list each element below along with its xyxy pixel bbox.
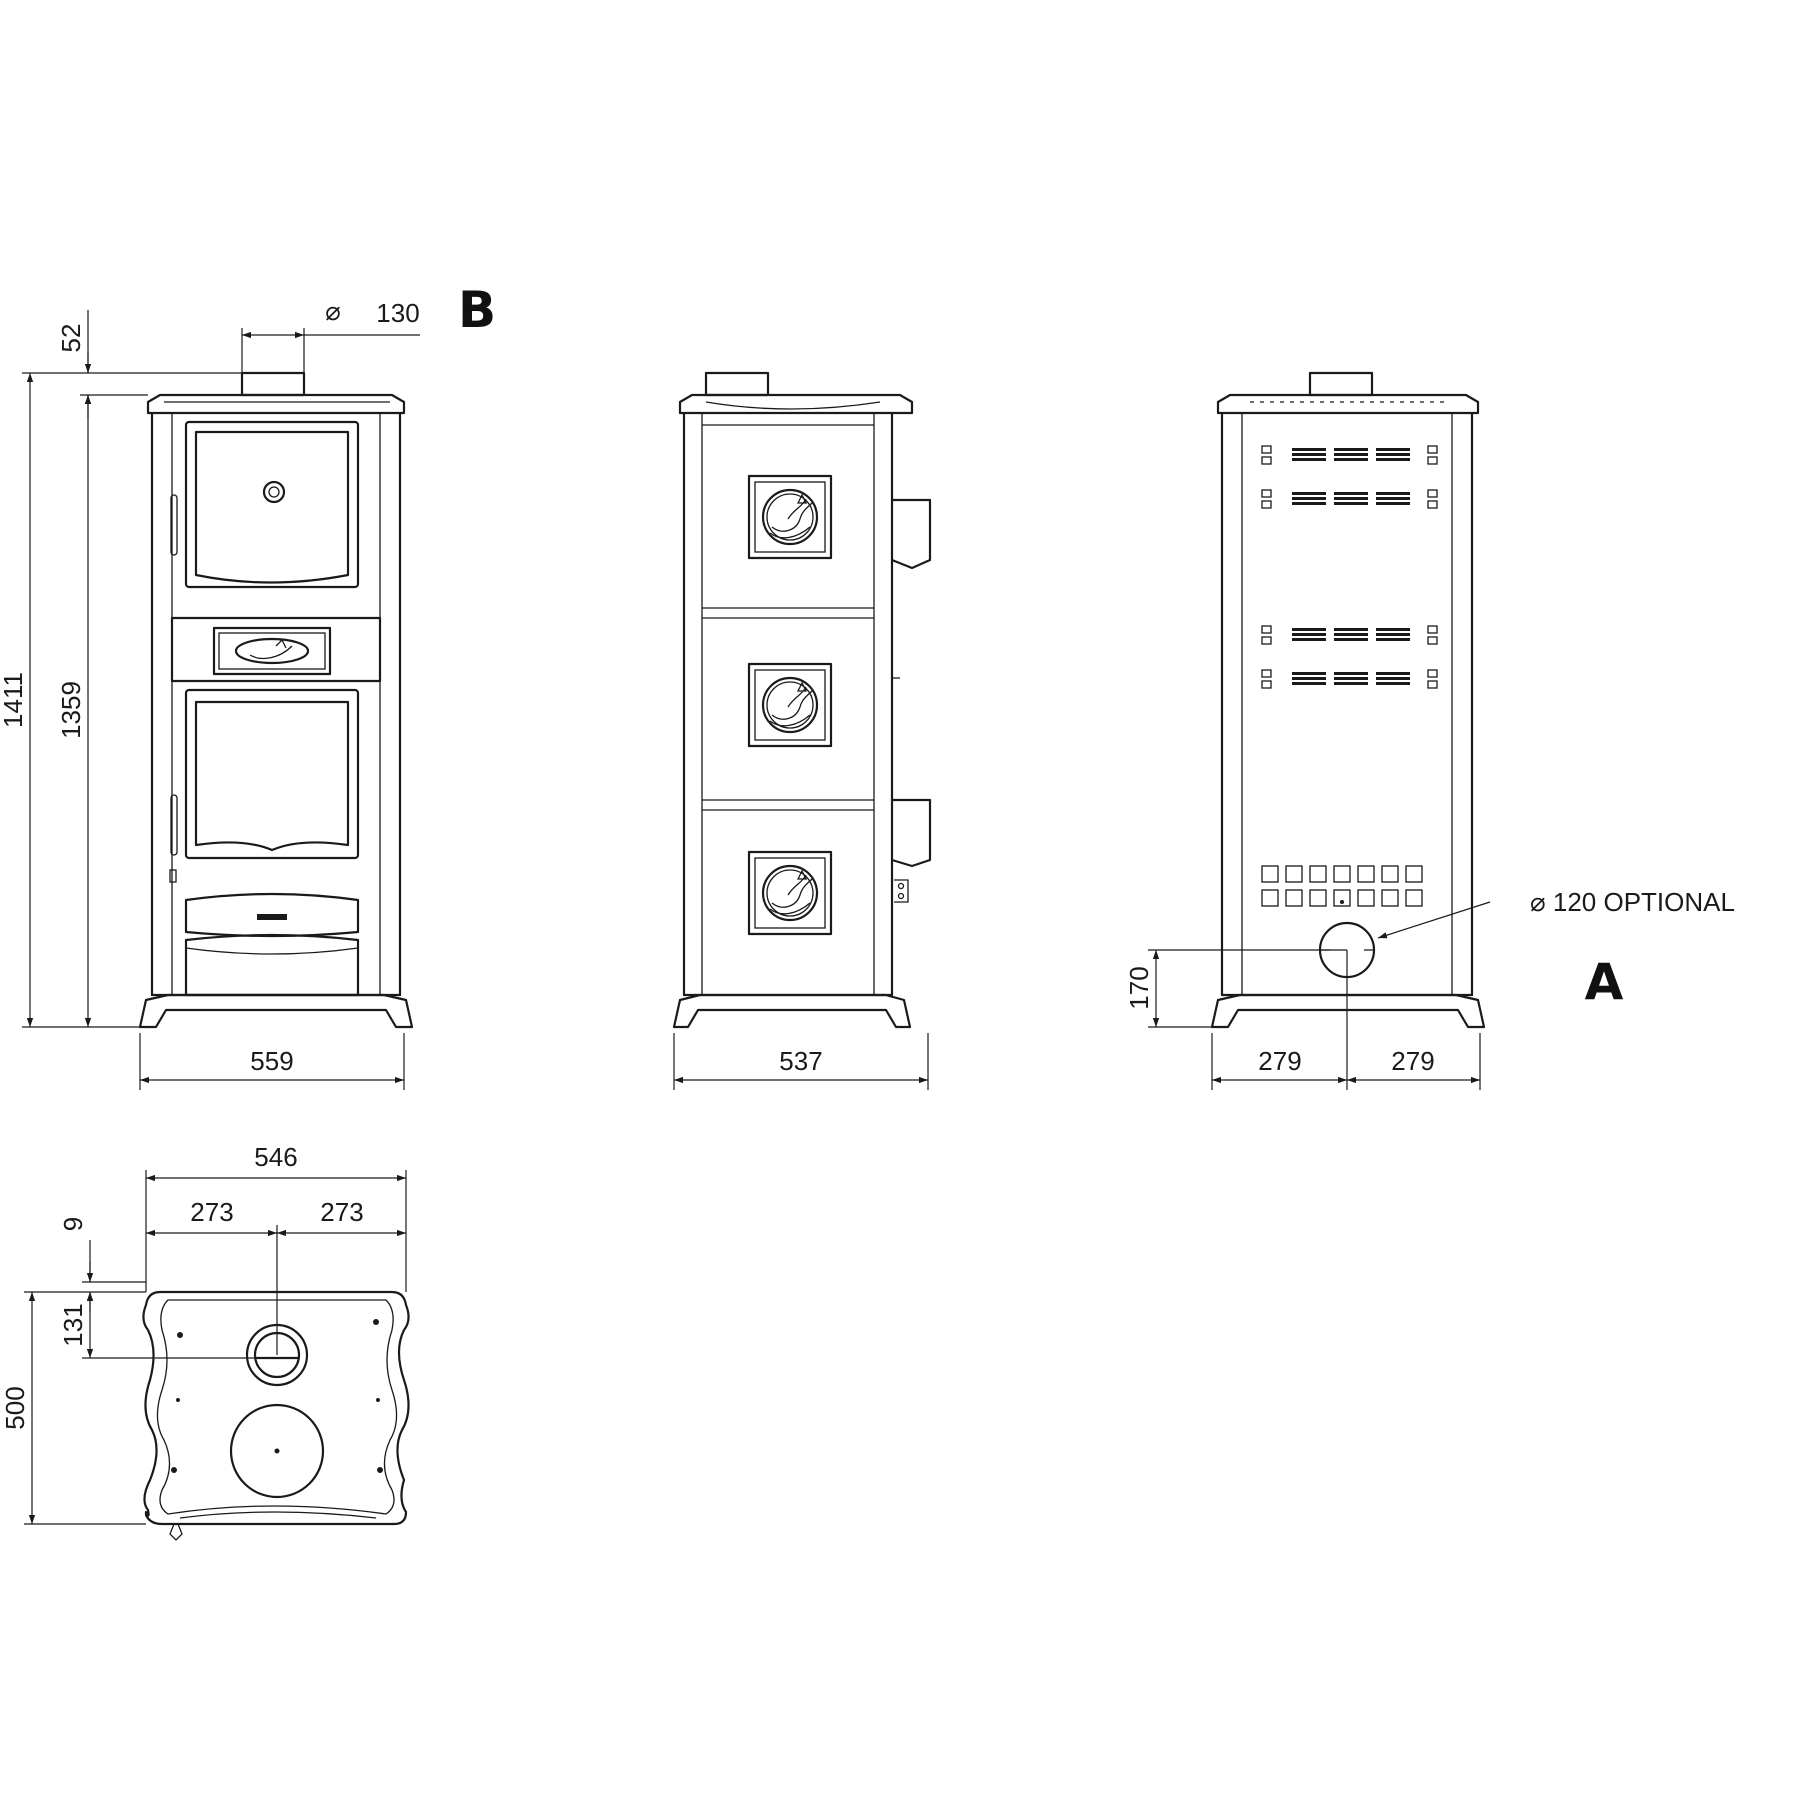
top-width-label: 546 [254,1142,297,1172]
plinth-side [672,993,912,1029]
top-depth-label: 500 [0,1386,30,1429]
front-width-label: 559 [250,1046,293,1076]
flue-collar-rear [1308,371,1374,397]
vent-row [1261,669,1438,689]
lower-drawer [184,933,360,997]
top-left-half-label: 273 [190,1197,233,1227]
outlet-label-b: B [458,281,496,339]
air-intake-grid [1261,865,1423,907]
rear-left-half-label: 279 [1258,1046,1301,1076]
top-plate-rear [1216,393,1480,415]
thermometer [262,480,286,504]
plinth-rear [1210,993,1486,1029]
side-body [682,411,894,997]
fire-door [184,688,360,860]
rear-body [1220,411,1474,997]
flue-to-back-label: 131 [58,1303,88,1346]
flue-collar [240,371,306,397]
vent-row [1261,445,1438,465]
handle-knob [169,1523,183,1541]
top-offset-label: 9 [58,1217,88,1231]
top-right-half-label: 273 [320,1197,363,1227]
rear-right-half-label: 279 [1391,1046,1434,1076]
stove-body [150,411,402,997]
leader-line [1377,901,1491,939]
side-bracket-lower [890,798,932,868]
optional-outlet-label: ⌀ 120 OPTIONAL [1530,887,1735,917]
body-height-label: 1359 [56,681,86,739]
flame-emblem [747,850,833,936]
diameter-symbol: ⌀ [325,296,341,326]
flame-emblem [747,474,833,560]
front-view: 52 1411 1359 ⌀ 130 B 559 [0,281,496,1090]
outlet-height-label: 170 [1124,966,1154,1009]
outlet-label-a: A [1585,953,1624,1011]
flue-diameter-label: 130 [376,298,419,328]
oven-door [184,420,360,589]
flue-collar-side [704,371,770,397]
oven-handle [170,494,178,556]
fire-door-handle [170,794,178,856]
top-view: 546 273 273 9 131 500 [0,1142,410,1541]
hot-plate [229,1403,325,1499]
side-depth-label: 537 [779,1046,822,1076]
top-plate [146,393,406,415]
side-view: 537 [672,371,932,1090]
top-outline [142,1290,410,1526]
vent-row [1261,489,1438,509]
plinth [138,993,414,1029]
side-bracket-upper [890,498,932,570]
rear-view: ⌀ 120 OPTIONAL A 170 279 279 [1124,371,1735,1090]
flue-offset-label: 52 [56,324,86,353]
vent-row [1261,625,1438,645]
top-plate-side [678,393,914,415]
flame-emblem [234,637,310,665]
middle-band [170,616,382,683]
overall-height-label: 1411 [0,672,28,728]
flame-emblem [747,662,833,748]
